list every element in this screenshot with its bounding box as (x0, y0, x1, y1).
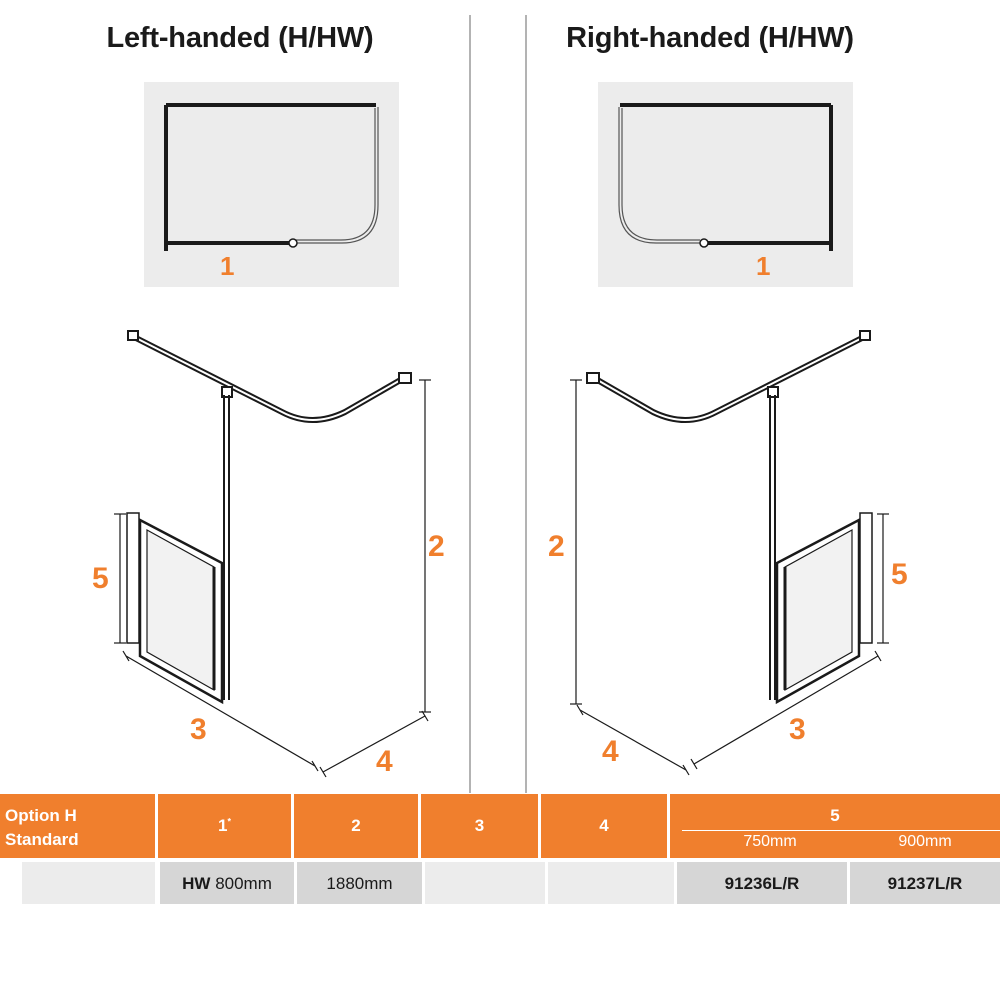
table-cell-col2: 1880mm (297, 862, 422, 904)
left-isometric-drawing (114, 330, 431, 778)
cell-code-900: 91237L/R (887, 874, 963, 893)
col3-label: 3 (474, 816, 485, 835)
table-header-option: Option H Standard (0, 794, 155, 858)
table-cell-col5a: 91236L/R (677, 862, 847, 904)
cell-hw-prefix: HW (182, 874, 211, 893)
table-header-col4: 4 (541, 794, 667, 858)
col1-footnote-mark: * (227, 816, 231, 827)
col5-rule (682, 830, 1000, 831)
table-header-col3: 3 (421, 794, 538, 858)
option-line1: Option H (5, 806, 77, 825)
cell-code-750: 91236L/R (724, 874, 800, 893)
table-header-col2: 2 (294, 794, 418, 858)
right-isometric-drawing (570, 330, 889, 776)
table-cell-col5b: 91237L/R (850, 862, 1000, 904)
cell-hw-value: 800mm (215, 874, 272, 893)
col1-label: 1 (218, 816, 228, 835)
left-plan-drawing (164, 103, 379, 251)
table-cell-col4 (548, 862, 674, 904)
table-cell-option (22, 862, 155, 904)
right-handed-title: Right-handed (H/HW) (566, 22, 854, 54)
col5-sub-900: 900mm (898, 833, 952, 850)
left-plan-label-1: 1 (220, 251, 235, 281)
right-dim-label-2: 2 (548, 530, 565, 563)
table-header-col5: 5 750mm 900mm (670, 794, 1000, 858)
divider-right (525, 15, 527, 793)
right-dim-label-4: 4 (602, 735, 619, 768)
left-dim-label-3: 3 (190, 713, 207, 746)
left-dim-label-4: 4 (376, 745, 393, 778)
cell-height-value: 1880mm (326, 874, 393, 893)
divider-left (469, 15, 471, 793)
col4-label: 4 (599, 816, 609, 835)
left-dim-label-2: 2 (428, 530, 445, 563)
col2-label: 2 (351, 816, 361, 835)
left-handed-title: Left-handed (H/HW) (106, 22, 374, 54)
right-plan-label-1: 1 (756, 251, 771, 281)
left-plan-view-box (144, 82, 399, 287)
left-dim-label-5: 5 (92, 562, 109, 595)
col5-label: 5 (830, 806, 840, 825)
col5-sub-750: 750mm (743, 833, 797, 850)
right-dim-label-5: 5 (891, 558, 908, 591)
right-plan-view-box (598, 82, 853, 287)
table-cell-col3 (425, 862, 545, 904)
table-header-col1: 1* (158, 794, 291, 858)
right-plan-drawing (618, 103, 833, 251)
right-dim-label-3: 3 (789, 713, 806, 746)
table-cell-col1: HW 800mm (160, 862, 294, 904)
option-line2: Standard (5, 830, 79, 849)
